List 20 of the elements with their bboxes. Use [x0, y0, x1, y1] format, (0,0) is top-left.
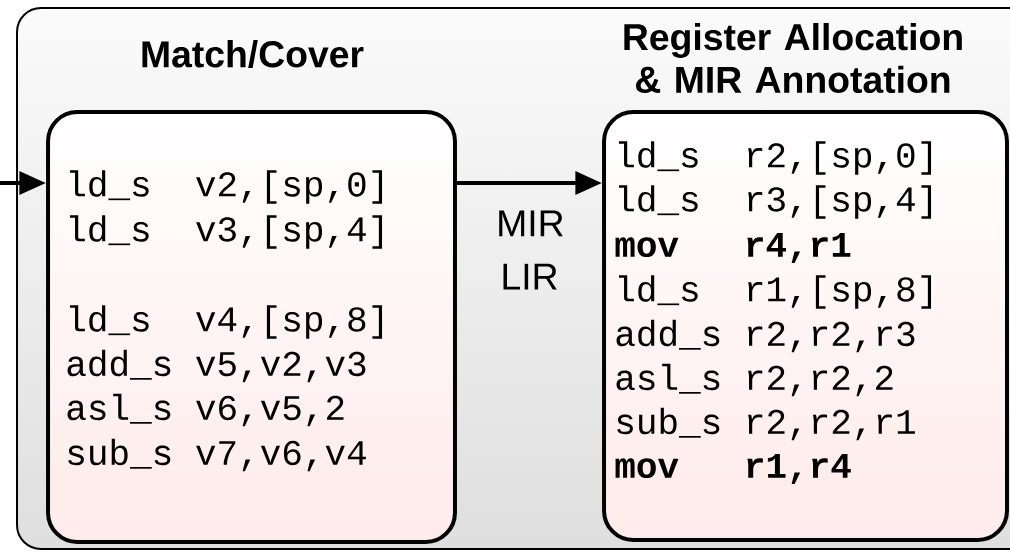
code-line: sub_s r2,r2,r1 — [617, 407, 915, 441]
code-line: ld_s v3,[sp,4] — [69, 215, 383, 249]
code-line: mov r1,r4 — [615, 453, 851, 485]
box-heading: Match/Cover — [142, 40, 364, 68]
stage-panel — [16, 6, 1010, 550]
code-line: add_s v5,v2,v3 — [67, 349, 366, 383]
box-heading: Register Allocation & MIR Annotation — [624, 22, 962, 94]
edge-label: MIR LIR — [499, 210, 563, 290]
code-line: asl_s v6,v5,2 — [67, 393, 344, 427]
code-line: sub_s v7,v6,v4 — [68, 438, 366, 472]
code-line: asl_s r2,r2,2 — [616, 363, 893, 397]
code-line: ld_s v2,[sp,0] — [69, 170, 383, 204]
code-line: ld_s r1,[sp,8] — [618, 275, 932, 309]
code-line: add_s r2,r2,r3 — [616, 319, 915, 353]
code-box — [46, 110, 457, 544]
code-line: ld_s r3,[sp,4] — [618, 185, 932, 219]
code-line: ld_s v4,[sp,8] — [69, 305, 383, 339]
code-line: ld_s r2,[sp,0] — [618, 141, 932, 175]
code-box — [602, 110, 1009, 542]
code-line: mov r4,r1 — [615, 232, 851, 264]
